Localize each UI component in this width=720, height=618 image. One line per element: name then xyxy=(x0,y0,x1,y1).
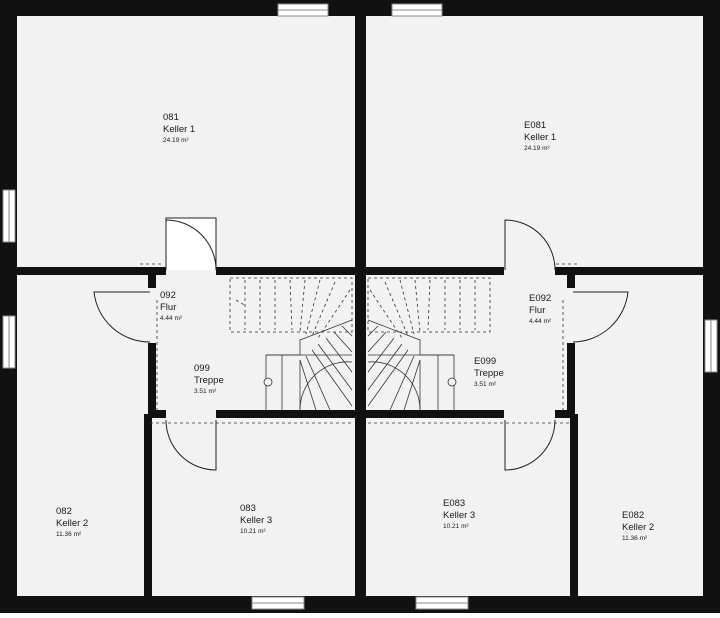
room-area: 11.36 m² xyxy=(56,530,82,538)
staircase-right xyxy=(367,279,476,411)
room-area: 24.19 m² xyxy=(524,144,550,152)
room-name: Keller 1 xyxy=(524,131,557,143)
room-area: 11.36 m² xyxy=(622,534,648,542)
room-name: Keller 3 xyxy=(443,509,476,521)
room-name: Keller 1 xyxy=(163,123,196,135)
door-keller2-right xyxy=(572,291,629,343)
room-area: 3.51 m² xyxy=(194,387,217,395)
room-id: 081 xyxy=(163,112,179,123)
dashed-outlines xyxy=(140,263,580,424)
room-id: 082 xyxy=(56,506,72,517)
door-keller2-left xyxy=(93,291,151,343)
room-label-099: 099 Treppe 3.51 m² xyxy=(194,363,224,396)
room-area: 4.44 m² xyxy=(529,317,552,325)
interior-walls xyxy=(12,267,709,600)
staircase-left xyxy=(235,279,353,411)
room-label-092: 092 Flur 4.44 m² xyxy=(160,290,182,323)
room-name: Flur xyxy=(160,301,177,313)
room-id: E099 xyxy=(474,356,497,367)
room-id: E081 xyxy=(524,120,547,131)
room-label-081: 081 Keller 1 24.19 m² xyxy=(163,112,195,145)
room-name: Keller 3 xyxy=(240,514,273,526)
room-label-E083: E083 Keller 3 10.21 m² xyxy=(443,498,475,531)
room-id: 092 xyxy=(160,290,176,301)
room-id: E083 xyxy=(443,498,466,509)
room-area: 10.21 m² xyxy=(240,527,266,535)
door-keller3-right xyxy=(504,419,556,471)
door-keller1-right xyxy=(504,219,556,271)
room-label-E081: E081 Keller 1 24.19 m² xyxy=(524,120,556,153)
room-area: 4.44 m² xyxy=(160,314,183,322)
room-name: Flur xyxy=(529,304,546,316)
room-label-082: 082 Keller 2 11.36 m² xyxy=(56,506,88,539)
room-label-083: 083 Keller 3 10.21 m² xyxy=(240,503,272,536)
room-name: Treppe xyxy=(474,367,504,379)
room-area: 10.21 m² xyxy=(443,522,469,530)
room-id: 099 xyxy=(194,363,210,374)
doors xyxy=(93,217,629,471)
room-id: E092 xyxy=(529,293,552,304)
room-area: 24.19 m² xyxy=(163,136,189,144)
room-label-E082: E082 Keller 2 11.36 m² xyxy=(622,510,654,543)
room-id: 083 xyxy=(240,503,256,514)
room-name: Keller 2 xyxy=(56,517,89,529)
room-label-E092: E092 Flur 4.44 m² xyxy=(529,293,551,326)
windows xyxy=(2,3,718,610)
room-label-E099: E099 Treppe 3.51 m² xyxy=(474,356,504,389)
room-name: Treppe xyxy=(194,374,224,386)
room-area: 3.51 m² xyxy=(474,380,497,388)
party-wall xyxy=(355,10,366,603)
door-keller3-left xyxy=(165,419,217,471)
room-id: E082 xyxy=(622,510,645,521)
room-name: Keller 2 xyxy=(622,521,655,533)
